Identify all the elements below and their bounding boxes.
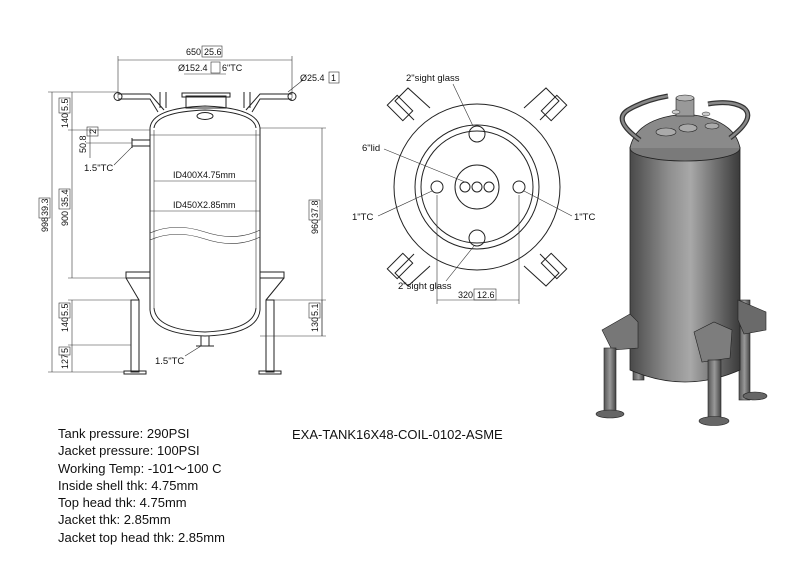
spec-tank-pressure: Tank pressure: 290PSI — [58, 426, 190, 441]
dim-manway: Ø152.4 — [178, 63, 208, 73]
sight-glass-top-label: 2"sight glass — [406, 73, 460, 84]
spec-inside-shell-thk: Inside shell thk: 4.75mm — [58, 477, 199, 493]
port-side-label: 1.5"TC — [84, 163, 113, 174]
spec-jacket-top-head-thk: Jacket top head thk: 2.85mm — [58, 529, 225, 545]
tank-3d-render — [595, 93, 768, 426]
id-inner: ID400X4.75mm — [173, 170, 236, 180]
spec-jacket-thk: Jacket thk: 2.85mm — [58, 512, 171, 528]
dim-port-508: 50.8 — [78, 135, 88, 153]
spec-list: Tank pressure: 290PSI Jacket pressure: 1… — [58, 425, 225, 546]
dim-top-140: 140 — [60, 113, 70, 128]
spec-top-head-thk: Top head thk: 4.75mm — [58, 495, 187, 511]
dim-top-140-in: 5.5 — [60, 98, 70, 111]
dim-320-in: 12.6 — [477, 290, 495, 300]
spec-working-temp: Working Temp: -101～100 C — [58, 460, 222, 476]
port-bottom-label: 1.5"TC — [155, 356, 184, 367]
dim-width: 650 — [186, 47, 201, 57]
dim-jacket-in: 37.8 — [310, 200, 320, 218]
dim-bot-140-in: 5.5 — [60, 303, 70, 316]
dim-manway-in: 6"TC — [222, 63, 243, 73]
dim-total-in: 39.3 — [40, 198, 50, 216]
dim-handle: Ø25.4 — [300, 73, 325, 83]
model-number: EXA-TANK16X48-COIL-0102-ASME — [292, 427, 503, 442]
dim-127-in: 5 — [60, 348, 70, 353]
dim-130: 130 — [310, 317, 320, 332]
spec-jacket-pressure: Jacket pressure: 100PSI — [58, 443, 200, 459]
dim-handle-in: 1 — [331, 73, 336, 83]
dim-bot-140: 140 — [60, 317, 70, 332]
dim-width-in: 25.6 — [204, 47, 222, 57]
dim-shell: 900 — [60, 211, 70, 226]
dim-127: 127 — [60, 354, 70, 369]
dim-shell-in: 35.4 — [60, 189, 70, 207]
dim-jacket: 960 — [310, 219, 320, 234]
dim-320: 320 — [458, 290, 473, 300]
tc-right-label: 1"TC — [574, 212, 595, 223]
id-outer: ID450X2.85mm — [173, 200, 236, 210]
front-view: 650 25.6 Ø152.4 6"TC Ø25.4 1 — [38, 45, 340, 375]
top-view: 2"sight glass 6"lid 1"TC 1"TC 2"sight gl… — [352, 73, 595, 304]
dim-port-508-in: 2 — [88, 129, 98, 134]
lid-label: 6"lid — [362, 143, 380, 154]
dim-total: 998 — [40, 217, 50, 232]
dim-130-in: 5.1 — [310, 303, 320, 316]
tc-left-label: 1"TC — [352, 212, 373, 223]
sight-glass-bottom-label: 2"sight glass — [398, 281, 452, 292]
